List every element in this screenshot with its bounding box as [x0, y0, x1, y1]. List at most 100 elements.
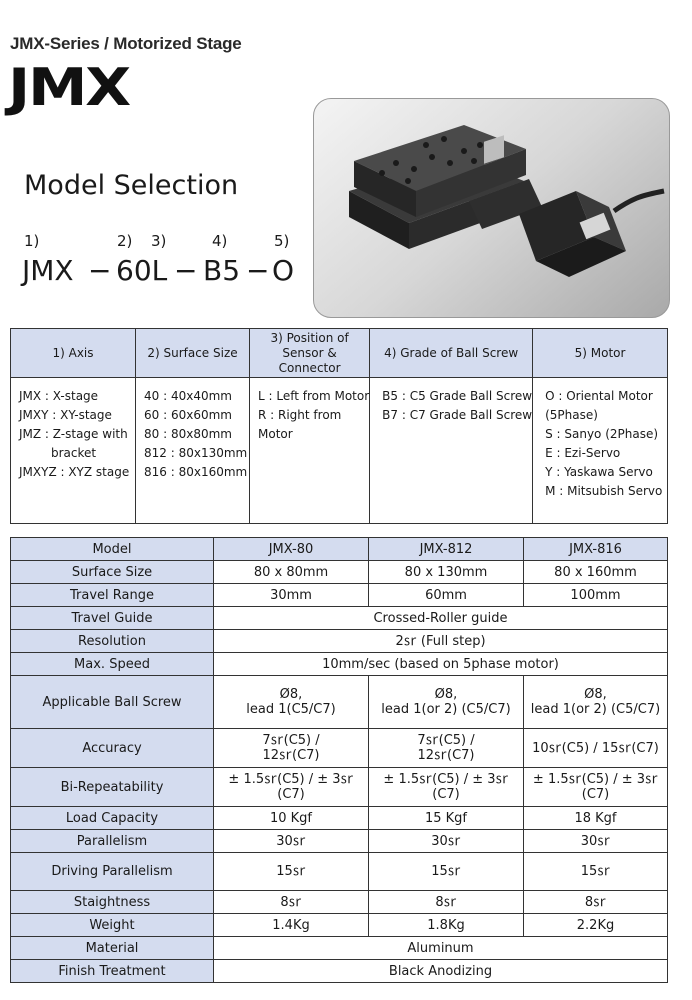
- spec-label: Applicable Ball Screw: [10, 675, 214, 729]
- spec-value: 30㏛: [523, 829, 668, 853]
- spec-value: 1.8Kg: [368, 913, 524, 937]
- spec-value: 60mm: [368, 583, 524, 607]
- motor-option: (5Phase): [545, 408, 598, 422]
- selection-header-row: 1) Axis 2) Surface Size 3) Position of S…: [10, 328, 668, 378]
- size-options: 40 : 40x40mm 60 : 60x60mm 80 : 80x80mm 8…: [135, 377, 250, 524]
- spec-label: Resolution: [10, 629, 214, 653]
- spec-label: Bi-Repeatability: [10, 767, 214, 807]
- code-label-2: 2): [117, 232, 133, 250]
- spec-value: Aluminum: [213, 936, 668, 960]
- spec-label: Staightness: [10, 890, 214, 914]
- spec-row-weight: Weight 1.4Kg 1.8Kg 2.2Kg: [10, 913, 668, 937]
- spec-value-line: ± 1.5㏛(C5) / ± 3㏛: [383, 772, 509, 787]
- spec-row-accuracy: Accuracy 7㏛(C5) /12㏛(C7) 7㏛(C5) /12㏛(C7)…: [10, 728, 668, 768]
- spec-value: 30㏛: [368, 829, 524, 853]
- spec-value: 10 Kgf: [213, 806, 369, 830]
- spec-value: 100mm: [523, 583, 668, 607]
- spec-value-line: Ø8,: [584, 687, 607, 702]
- spec-value: ± 1.5㏛(C5) / ± 3㏛(C7): [213, 767, 369, 807]
- spec-label: Driving Parallelism: [10, 852, 214, 891]
- size-option: 80 : 80x80mm: [144, 427, 232, 441]
- spec-header-jmx816: JMX-816: [523, 537, 668, 561]
- code-part-motor: O: [272, 254, 295, 287]
- spec-value-line: (C7): [581, 787, 610, 802]
- spec-value: 7㏛(C5) /12㏛(C7): [368, 728, 524, 768]
- size-option: 812 : 80x130mm: [144, 446, 248, 460]
- spec-value-line: lead 1(C5/C7): [246, 702, 336, 717]
- spec-value-line: ± 1.5㏛(C5) / ± 3㏛: [228, 772, 354, 787]
- spec-value: Black Anodizing: [213, 959, 668, 983]
- header-ball-screw-grade: 4) Grade of Ball Screw: [369, 328, 534, 378]
- header-motor: 5) Motor: [532, 328, 668, 378]
- sensor-options: L : Left from Motor R : Right from Motor: [248, 377, 371, 524]
- spec-value: 1.4Kg: [213, 913, 369, 937]
- spec-value-line: lead 1(or 2) (C5/C7): [381, 702, 511, 717]
- spec-value-line: 10㏛(C5) / 15㏛(C7): [532, 740, 659, 756]
- spec-row-material: Material Aluminum: [10, 936, 668, 960]
- sensor-option: L : Left from Motor: [258, 389, 370, 403]
- selection-options-row: JMX : X-stage JMXY : XY-stage JMZ : Z-st…: [10, 377, 668, 524]
- spec-value: ± 1.5㏛(C5) / ± 3㏛(C7): [368, 767, 524, 807]
- product-photo: [313, 98, 670, 318]
- stage-illustration: [349, 125, 665, 277]
- spec-value-line: (C7): [432, 787, 460, 802]
- spec-value: Crossed-Roller guide: [213, 606, 668, 630]
- spec-value-line: 7㏛(C5) /: [262, 733, 320, 748]
- header-sensor-position: 3) Position of Sensor & Connector: [248, 328, 371, 378]
- spec-value: 10㏛(C5) / 15㏛(C7): [523, 728, 668, 768]
- header-surface-size: 2) Surface Size: [135, 328, 250, 378]
- spec-value-line: 12㏛(C7): [417, 748, 475, 763]
- code-dash-2: −: [174, 254, 198, 287]
- size-option: 40 : 40x40mm: [144, 389, 232, 403]
- spec-value: 30㏛: [213, 829, 369, 853]
- spec-value: 2.2Kg: [523, 913, 668, 937]
- spec-header-jmx812: JMX-812: [368, 537, 524, 561]
- spec-table: Model JMX-80 JMX-812 JMX-816 Surface Siz…: [10, 537, 668, 983]
- code-label-5: 5): [274, 232, 290, 250]
- motor-option: M : Mitsubish Servo: [545, 484, 663, 498]
- spec-row-ball-screw: Applicable Ball Screw Ø8,lead 1(C5/C7) Ø…: [10, 675, 668, 729]
- screw-options: B5 : C5 Grade Ball Screw B7 : C7 Grade B…: [369, 377, 534, 524]
- spec-row-resolution: Resolution 2㏛ (Full step): [10, 629, 668, 653]
- code-dash-1: −: [88, 254, 112, 287]
- spec-label: Travel Range: [10, 583, 214, 607]
- axis-option: bracket: [51, 446, 97, 460]
- spec-value: ± 1.5㏛(C5) / ± 3㏛(C7): [523, 767, 668, 807]
- spec-value: 80 x 130mm: [368, 560, 524, 584]
- spec-row-travel-guide: Travel Guide Crossed-Roller guide: [10, 606, 668, 630]
- code-part-size: 60L: [116, 254, 168, 287]
- model-code-labels: 1) 2) 3) 4) 5): [0, 232, 320, 252]
- spec-value: 10mm/sec (based on 5phase motor): [213, 652, 668, 676]
- motor-option: S : Sanyo (2Phase): [545, 427, 659, 441]
- motor-option: O : Oriental Motor: [545, 389, 653, 403]
- model-selection-table: 1) Axis 2) Surface Size 3) Position of S…: [10, 328, 668, 524]
- code-part-screw: B5: [203, 254, 241, 287]
- code-part-axis: JMX: [22, 254, 74, 287]
- sensor-option: Motor: [258, 427, 293, 441]
- spec-row-load-capacity: Load Capacity 10 Kgf 15 Kgf 18 Kgf: [10, 806, 668, 830]
- spec-row-finish-treatment: Finish Treatment Black Anodizing: [10, 959, 668, 983]
- spec-value-line: lead 1(or 2) (C5/C7): [530, 702, 661, 717]
- screw-option: B7 : C7 Grade Ball Screw: [382, 408, 533, 422]
- size-option: 816 : 80x160mm: [144, 465, 248, 479]
- spec-label: Parallelism: [10, 829, 214, 853]
- spec-value: 30mm: [213, 583, 369, 607]
- axis-option: JMZ : Z-stage with: [19, 427, 128, 441]
- axis-option: JMX : X-stage: [19, 389, 99, 403]
- code-dash-3: −: [246, 254, 270, 287]
- spec-label: Material: [10, 936, 214, 960]
- spec-value-line: Ø8,: [279, 687, 303, 702]
- spec-value-line: (C7): [277, 787, 305, 802]
- spec-value-line: ± 1.5㏛(C5) / ± 3㏛: [532, 772, 659, 787]
- spec-value: 80 x 160mm: [523, 560, 668, 584]
- spec-value: 15㏛: [368, 852, 524, 891]
- size-option: 60 : 60x60mm: [144, 408, 232, 422]
- code-label-3: 3): [151, 232, 167, 250]
- sensor-option: R : Right from: [258, 408, 342, 422]
- spec-header-jmx80: JMX-80: [213, 537, 369, 561]
- spec-row-parallelism: Parallelism 30㏛ 30㏛ 30㏛: [10, 829, 668, 853]
- spec-value: Ø8,lead 1(C5/C7): [213, 675, 369, 729]
- spec-label: Travel Guide: [10, 606, 214, 630]
- spec-value: 15 Kgf: [368, 806, 524, 830]
- spec-value: 8㏛: [213, 890, 369, 914]
